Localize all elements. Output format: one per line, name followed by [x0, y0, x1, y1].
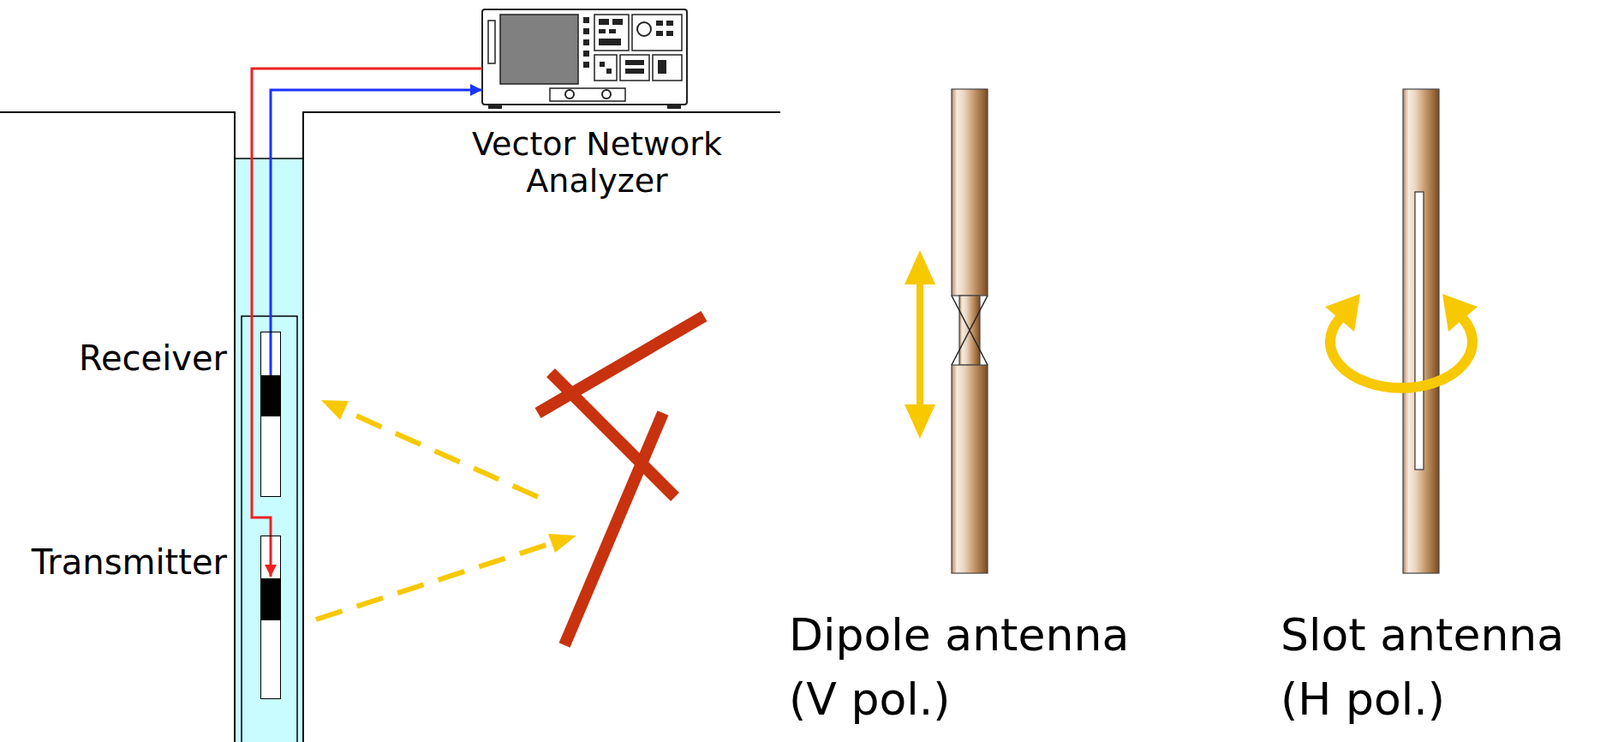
node-label: Transmitter [31, 541, 227, 583]
analyzer-key [606, 68, 612, 74]
polarization-arrowhead [904, 250, 936, 285]
polarization-arrow [916, 279, 924, 410]
analyzer-key [666, 30, 674, 36]
analyzer-case [482, 9, 687, 105]
analyzer-key [608, 29, 616, 34]
analyzer-key [583, 39, 590, 46]
analyzer-foot [488, 104, 502, 109]
node-label: Receiver [78, 337, 227, 379]
slot-antenna-body [1402, 89, 1439, 574]
analyzer-key [583, 50, 590, 57]
analyzer-key [656, 30, 663, 36]
analyzer-key [598, 18, 609, 25]
antenna-slot [1414, 191, 1424, 470]
analyzer-key [583, 61, 590, 68]
transmitter-box: Transmitter [260, 535, 281, 699]
analyzer-port-panel [549, 88, 626, 102]
water-surface [234, 157, 304, 160]
dipole-arm [951, 364, 988, 574]
polarization-arrowhead [904, 404, 936, 439]
coax-cable-rx [270, 89, 483, 376]
analyzer-key [583, 17, 590, 24]
polarization-arrowhead [1442, 293, 1478, 332]
analyzer-knob [637, 22, 651, 36]
analyzer-key [625, 59, 645, 66]
analyzer-key [656, 20, 663, 26]
analyzer-keypad [620, 54, 650, 81]
analyzer-key [598, 38, 621, 46]
receiver-box: Receiver [260, 331, 281, 497]
analyzer-key [666, 20, 674, 26]
analyzer-keypad [652, 54, 682, 81]
analyzer-foot [667, 104, 681, 109]
borehole-wall [233, 111, 236, 742]
analyzer-slot [488, 20, 496, 64]
analyzer-keypad [632, 14, 682, 51]
analyzer-port [565, 89, 574, 99]
analyzer-port [602, 89, 611, 99]
analyzer-device [482, 9, 687, 109]
ground-line [0, 111, 235, 114]
analyzer-box: Vector Network Analyzer [482, 8, 687, 106]
wave-arrowhead [548, 533, 577, 553]
wave-path [344, 410, 538, 497]
feed-gap-line [951, 295, 988, 365]
analyzer-screen [500, 14, 579, 84]
wave-path [316, 543, 552, 620]
analyzer-keypad [594, 54, 617, 81]
analyzer-key [612, 18, 623, 25]
slot-antenna: Slot antenna (H pol.) [1402, 89, 1439, 574]
analyzer-key [599, 61, 605, 67]
analyzer-keypad [594, 14, 629, 51]
dipole-antenna: Dipole antenna (V pol.) [951, 89, 988, 574]
analyzer-key [598, 29, 606, 34]
analyzer-key [657, 59, 667, 74]
dipole-arm [951, 89, 988, 296]
node-label: Dipole antenna (V pol.) [788, 602, 1158, 733]
coax-cable-tx [251, 68, 483, 577]
ground-line [303, 111, 781, 114]
borehole-water [235, 158, 303, 742]
borehole-wall [302, 111, 305, 742]
fracture [537, 316, 705, 413]
node-label: Slot antenna (H pol.) [1280, 602, 1591, 733]
analyzer-key [625, 68, 645, 74]
wave-arrowhead [321, 400, 349, 420]
node-label: Vector Network Analyzer [459, 125, 735, 199]
receiver-element [261, 375, 281, 417]
polarization-arrowhead [1325, 293, 1361, 332]
transmitter-element [261, 578, 281, 621]
feed-gap-line [951, 295, 988, 365]
analyzer-key [583, 28, 590, 35]
fracture [564, 412, 663, 645]
